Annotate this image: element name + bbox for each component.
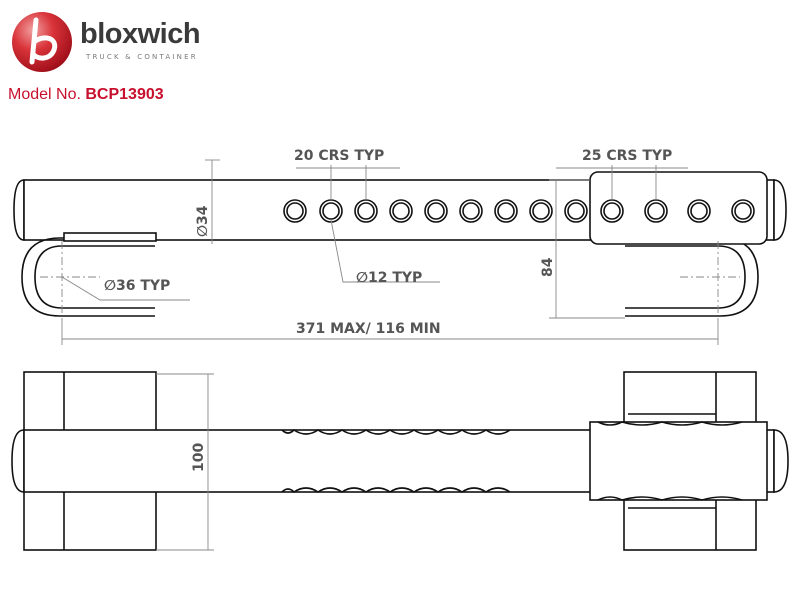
hole-inner — [392, 202, 410, 220]
plan-view: 100 — [11, 371, 789, 551]
hole-inner — [690, 202, 708, 220]
tube-holes — [283, 199, 755, 223]
hole-edges-top — [281, 428, 511, 435]
bracket-hole-edges-bottom — [597, 496, 743, 501]
hole — [494, 199, 518, 223]
bracket-hole-edges-top — [597, 421, 743, 426]
hole-inner — [734, 202, 752, 220]
left-hook-plate — [63, 232, 157, 242]
hole — [564, 199, 588, 223]
bloxwich-logo-icon — [12, 12, 72, 72]
leader-line — [330, 219, 440, 283]
hole-inner — [427, 202, 445, 220]
hole-inner — [497, 202, 515, 220]
hole — [424, 199, 448, 223]
dim-crs-25: 25 CRS TYP — [582, 148, 672, 164]
plan-sliding-bracket — [589, 421, 768, 501]
right-hook-inner — [625, 245, 746, 309]
hole-inner — [647, 202, 665, 220]
model-label: Model No. — [8, 86, 81, 103]
hole-inner — [603, 202, 621, 220]
dim-dia-34: ∅34 — [195, 205, 211, 237]
brand-name: bloxwich — [80, 18, 201, 50]
hole — [687, 199, 711, 223]
model-number: BCP13903 — [85, 86, 164, 103]
dim-dia-36: ∅36 TYP — [104, 278, 170, 294]
dim-dia-12: ∅12 TYP — [356, 270, 422, 286]
left-hook-inner — [34, 245, 155, 309]
dim-length: 371 MAX/ 116 MIN — [296, 321, 441, 337]
plan-left-end-cap — [11, 429, 25, 493]
hole — [283, 199, 307, 223]
plan-right-end-cap — [773, 429, 789, 493]
dim-height-100: 100 — [191, 443, 207, 472]
hole-inner — [462, 202, 480, 220]
hole — [529, 199, 553, 223]
left-hook-outer — [21, 237, 155, 317]
dim-crs-20: 20 CRS TYP — [294, 148, 384, 164]
hole — [731, 199, 755, 223]
left-end-cap — [13, 179, 25, 241]
right-end-cap — [773, 179, 787, 241]
hole-inner — [357, 202, 375, 220]
hole-inner — [322, 202, 340, 220]
hole-inner — [286, 202, 304, 220]
hole — [389, 199, 413, 223]
hole-inner — [567, 202, 585, 220]
side-view: 20 CRS TYP 25 CRS TYP ∅34 ∅12 TYP ∅36 TY… — [13, 148, 787, 345]
model-line: Model No. BCP13903 — [8, 86, 164, 104]
hole — [459, 199, 483, 223]
hole-edges-bottom — [281, 487, 511, 494]
title-block: bloxwich TRUCK & CONTAINER Model No. BCP… — [0, 0, 300, 110]
leader-line — [61, 276, 190, 301]
sliding-bracket — [589, 171, 768, 245]
dim-height-84: 84 — [540, 257, 556, 277]
hole-inner — [532, 202, 550, 220]
brand-tagline: TRUCK & CONTAINER — [86, 53, 198, 61]
